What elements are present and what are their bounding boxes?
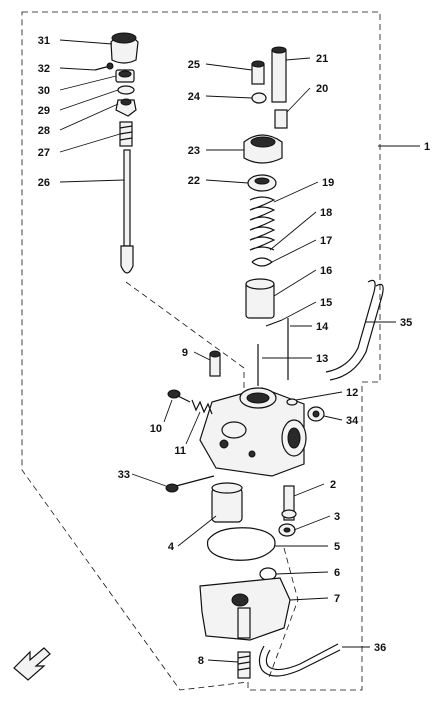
callout-25: 25	[188, 59, 200, 71]
callout-22: 22	[188, 175, 200, 187]
leader-lines	[59, 39, 420, 663]
callout-23: 23	[188, 145, 200, 157]
part-20-adjuster	[274, 109, 288, 129]
callout-16: 16	[320, 265, 332, 277]
callout-10: 10	[150, 423, 162, 435]
callout-15: 15	[320, 297, 332, 309]
part-29-washer	[117, 85, 135, 95]
part-35-overflow-hose	[329, 283, 384, 381]
part-22-gasket	[247, 174, 277, 192]
callout-13: 13	[316, 353, 328, 365]
callout-9: 9	[182, 347, 188, 359]
part-32-screw	[94, 62, 114, 71]
part-11-spring	[191, 399, 213, 415]
part-25-screw	[251, 60, 265, 85]
callout-31: 31	[38, 35, 50, 47]
callout-35: 35	[400, 317, 412, 329]
part-24-washer	[251, 92, 267, 104]
part-17-clip	[251, 257, 273, 267]
guide-line-needle	[125, 281, 245, 396]
part-7-float-bowl	[199, 577, 291, 641]
part-26-cable	[120, 149, 134, 274]
part-10-screw	[167, 389, 191, 403]
part-33-screw	[165, 475, 215, 493]
callout-29: 29	[38, 105, 50, 117]
callout-4: 4	[168, 541, 175, 553]
callout-32: 32	[38, 63, 50, 75]
callout-18: 18	[320, 207, 332, 219]
callout-11: 11	[174, 445, 186, 457]
part-12-cap	[286, 398, 298, 406]
part-36-drain-hose-inner	[265, 643, 339, 671]
callout-27: 27	[38, 147, 50, 159]
callout-3: 3	[334, 511, 340, 523]
part-15-needle-clip	[265, 319, 283, 327]
part-28-adjuster	[115, 98, 137, 117]
callout-12: 12	[346, 387, 358, 399]
callout-17: 17	[320, 235, 332, 247]
part-16-throttle-valve	[245, 278, 275, 319]
callout-14: 14	[316, 321, 329, 333]
assembly-boundary	[21, 11, 381, 691]
part-9-air-screw	[209, 350, 221, 377]
callout-34: 34	[346, 415, 359, 427]
part-3-jet	[278, 523, 296, 537]
carburetor-body	[199, 387, 307, 477]
part-19-spring	[249, 196, 276, 251]
callout-26: 26	[38, 177, 50, 189]
front-direction-arrow-icon	[13, 647, 51, 681]
callout-8: 8	[198, 655, 204, 667]
callout-21: 21	[316, 53, 328, 65]
callout-1: 1	[424, 141, 430, 153]
callout-7: 7	[334, 593, 340, 605]
callout-36: 36	[374, 642, 386, 654]
callout-6: 6	[334, 567, 340, 579]
part-30-nut	[115, 69, 135, 83]
part-27-spring	[119, 121, 133, 147]
part-8-drain-screw	[237, 651, 251, 679]
part-4-float	[211, 482, 243, 523]
callout-33: 33	[118, 469, 130, 481]
part-5-gasket	[206, 527, 276, 561]
part-2-main-jet	[281, 485, 297, 521]
part-21-tube	[271, 46, 287, 103]
part-36-drain-hose	[258, 645, 341, 677]
part-31-cap	[110, 32, 139, 64]
callout-2: 2	[330, 479, 336, 491]
callout-28: 28	[38, 125, 50, 137]
callout-24: 24	[188, 91, 201, 103]
callout-5: 5	[334, 541, 340, 553]
callout-30: 30	[38, 85, 50, 97]
callout-19: 19	[322, 177, 334, 189]
part-34-plug	[307, 406, 325, 422]
part-35-overflow-hose-inner	[325, 279, 376, 373]
part-23-top-cap	[243, 134, 283, 164]
callout-20: 20	[316, 83, 328, 95]
